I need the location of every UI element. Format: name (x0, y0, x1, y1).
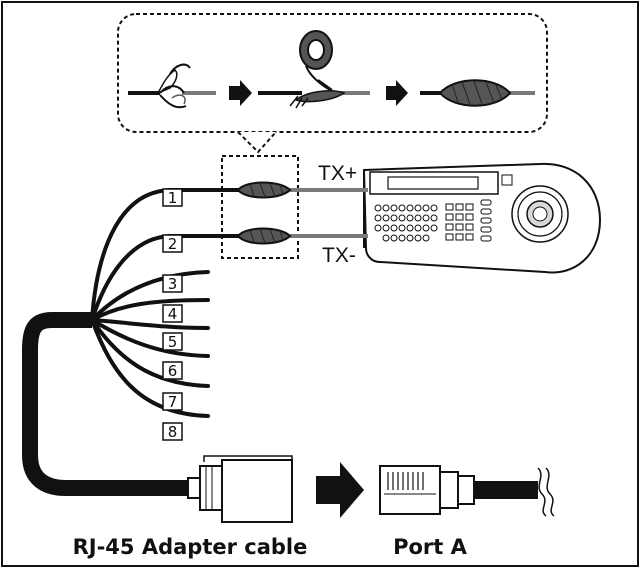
wire-label-boxes (162, 188, 183, 441)
adapter-cable-caption: RJ-45 Adapter cable (73, 535, 308, 559)
tx-plus-label: TX+ (318, 162, 357, 185)
wire-7 (90, 318, 210, 388)
splice-joint-1 (236, 181, 292, 199)
wire-label-box-5 (162, 332, 183, 351)
wire-8 (90, 318, 210, 418)
port-a-caption: Port A (393, 535, 468, 559)
wire-label-5: 5 (168, 333, 178, 351)
wire-3 (90, 270, 210, 322)
insulated-splice-icon (420, 79, 535, 107)
wire-label-box-2 (162, 234, 183, 253)
wire-label-box-3 (162, 274, 183, 293)
wire-label-box-6 (162, 361, 183, 380)
keyboard-controller-icon (362, 162, 602, 274)
wire-label-box-1 (162, 188, 183, 207)
wire-4 (90, 298, 210, 322)
wire-5 (90, 318, 210, 330)
wire-label-box-8 (162, 422, 183, 441)
wire-label-4: 4 (168, 305, 178, 323)
wire-label-1: 1 (168, 189, 178, 207)
wire-6 (90, 318, 210, 358)
callout-pointer (237, 131, 277, 154)
rj45-adapter-plug-icon (187, 455, 293, 523)
splice-location-box (221, 155, 299, 259)
arrow-right-icon (386, 80, 408, 106)
arrow-right-icon (316, 462, 364, 518)
twist-wires-icon (128, 63, 216, 109)
wire-label-box-7 (162, 392, 183, 411)
rj45-adapter-cable (22, 312, 200, 496)
wire-bundle (90, 188, 254, 418)
rj45-plug-icon (379, 465, 555, 517)
wire-label-8: 8 (168, 423, 178, 441)
wire-label-6: 6 (168, 362, 178, 380)
wire-label-7: 7 (168, 393, 178, 411)
arrow-right-icon (229, 80, 252, 106)
splice-joint-2 (236, 227, 292, 245)
splice-detail-callout (117, 13, 548, 133)
wire-label-box-4 (162, 304, 183, 323)
tx-minus-label: TX- (322, 244, 356, 267)
wire-label-2: 2 (168, 235, 178, 253)
tape-roll-icon (258, 30, 370, 109)
wire-1 (90, 188, 254, 322)
wire-label-3: 3 (168, 275, 178, 293)
